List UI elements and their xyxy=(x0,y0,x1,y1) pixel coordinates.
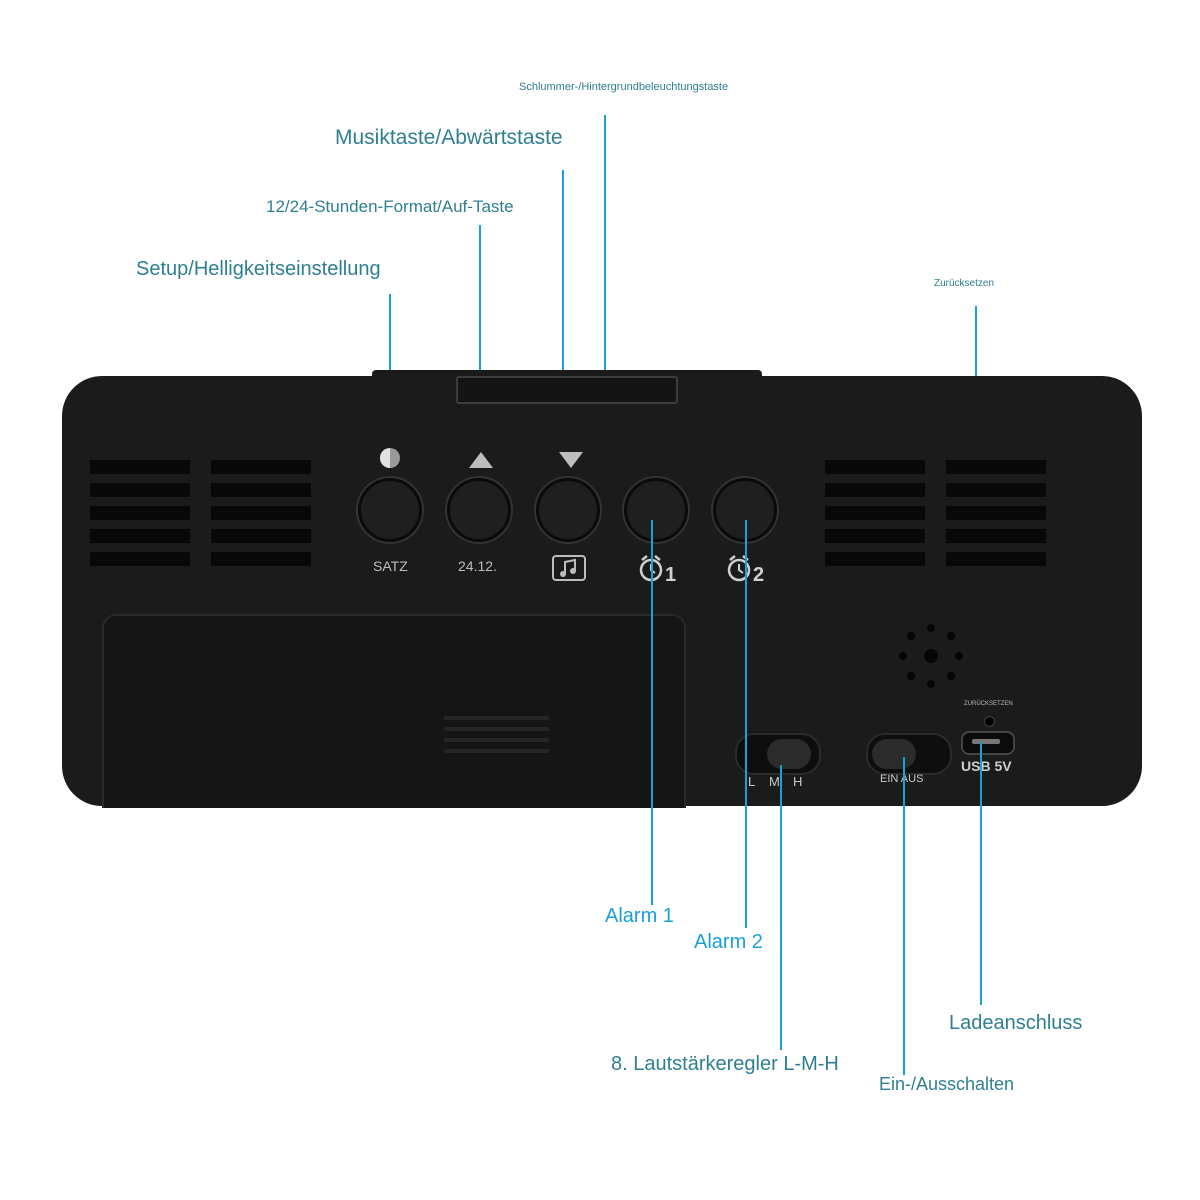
vent-slot xyxy=(825,483,925,497)
vent-slot xyxy=(211,460,311,474)
up-triangle-icon xyxy=(469,452,493,468)
leader-line-alarm1 xyxy=(651,520,653,905)
button-label-date: 24.12. xyxy=(458,558,497,574)
alarm-1-button[interactable] xyxy=(624,478,688,542)
alarm-1-number: 1 xyxy=(665,564,677,586)
vent-slot xyxy=(211,506,311,520)
vent-slot xyxy=(946,460,1046,474)
callout-volume-control: 8. Lautstärkeregler L-M-H xyxy=(611,1053,839,1075)
speaker-hole xyxy=(955,652,963,660)
music-down-button[interactable] xyxy=(536,478,600,542)
vent-slot xyxy=(211,552,311,566)
reset-pinhole[interactable] xyxy=(984,716,995,727)
volume-label-l: L xyxy=(748,774,756,789)
vent-slot xyxy=(90,460,190,474)
callout-reset: Zurücksetzen xyxy=(934,278,995,289)
vent-slot xyxy=(825,552,925,566)
cover-grip-groove xyxy=(444,749,549,753)
leader-line-charging xyxy=(980,742,982,1005)
callout-power-switch: Ein-/Ausschalten xyxy=(879,1074,1015,1094)
vent-slot xyxy=(90,529,190,543)
vent-slot xyxy=(946,483,1046,497)
volume-slider-switch[interactable] xyxy=(735,733,821,775)
callout-alarm-2: Alarm 2 xyxy=(694,931,763,953)
volume-label-h: H xyxy=(793,774,803,789)
vent-slot xyxy=(90,483,190,497)
speaker-hole xyxy=(924,649,938,663)
leader-line-music xyxy=(562,170,564,505)
speaker-hole xyxy=(907,672,915,680)
music-note-icon xyxy=(552,555,586,581)
speaker-hole xyxy=(947,672,955,680)
display-window xyxy=(456,376,678,404)
cover-grip-groove xyxy=(444,738,549,742)
speaker-hole xyxy=(899,652,907,660)
vent-slot xyxy=(211,529,311,543)
speaker-hole xyxy=(907,632,915,640)
usb-label: USB 5V xyxy=(961,758,1012,774)
vent-slot xyxy=(946,552,1046,566)
vent-slot xyxy=(825,460,925,474)
cover-grip-groove xyxy=(444,727,549,731)
callout-music-down: Musiktaste/Abwärtstaste xyxy=(335,126,563,149)
vent-slot xyxy=(825,506,925,520)
vent-slot xyxy=(90,506,190,520)
down-triangle-icon xyxy=(559,452,583,468)
leader-line-alarm2 xyxy=(745,520,747,928)
leader-line-power xyxy=(903,757,905,1075)
callout-12-24-up: 12/24-Stunden-Format/Auf-Taste xyxy=(266,197,514,216)
vent-slot xyxy=(211,483,311,497)
volume-switch-knob[interactable] xyxy=(767,739,811,769)
usb-connector-tongue xyxy=(972,739,1000,744)
leader-line-volume xyxy=(780,765,782,1050)
vent-slot xyxy=(946,506,1046,520)
battery-cover[interactable] xyxy=(102,614,686,808)
speaker-hole xyxy=(927,624,935,632)
speaker-hole xyxy=(927,680,935,688)
setup-brightness-button[interactable] xyxy=(358,478,422,542)
callout-setup-brightness: Setup/Helligkeitseinstellung xyxy=(136,258,381,280)
alarm-2-button[interactable] xyxy=(713,478,777,542)
leader-line-format xyxy=(479,225,481,505)
power-switch-knob[interactable] xyxy=(872,739,916,769)
alarm-clock-icon xyxy=(727,555,751,582)
leader-line-snooze xyxy=(604,115,606,400)
alarm-2-number: 2 xyxy=(753,564,765,586)
button-label-satz: SATZ xyxy=(373,558,408,574)
cover-grip-groove xyxy=(444,716,549,720)
vent-slot xyxy=(90,552,190,566)
volume-label-m: M xyxy=(769,774,780,789)
speaker-hole xyxy=(947,632,955,640)
usb-charging-port[interactable] xyxy=(961,731,1015,755)
vent-slot xyxy=(946,529,1046,543)
power-slider-switch[interactable] xyxy=(866,733,952,775)
brightness-half-circle-icon xyxy=(380,448,400,468)
reset-small-label: ZURÜCKSETZEN xyxy=(964,701,1013,707)
callout-snooze-backlight: Schlummer-/Hintergrundbeleuchtungstaste xyxy=(519,81,729,93)
vent-slot xyxy=(825,529,925,543)
callout-alarm-1: Alarm 1 xyxy=(605,905,674,927)
power-switch-label: EIN AUS xyxy=(880,773,924,785)
speaker-grille xyxy=(895,620,967,692)
up-format-button[interactable] xyxy=(447,478,511,542)
callout-charging-port: Ladeanschluss xyxy=(949,1012,1083,1034)
